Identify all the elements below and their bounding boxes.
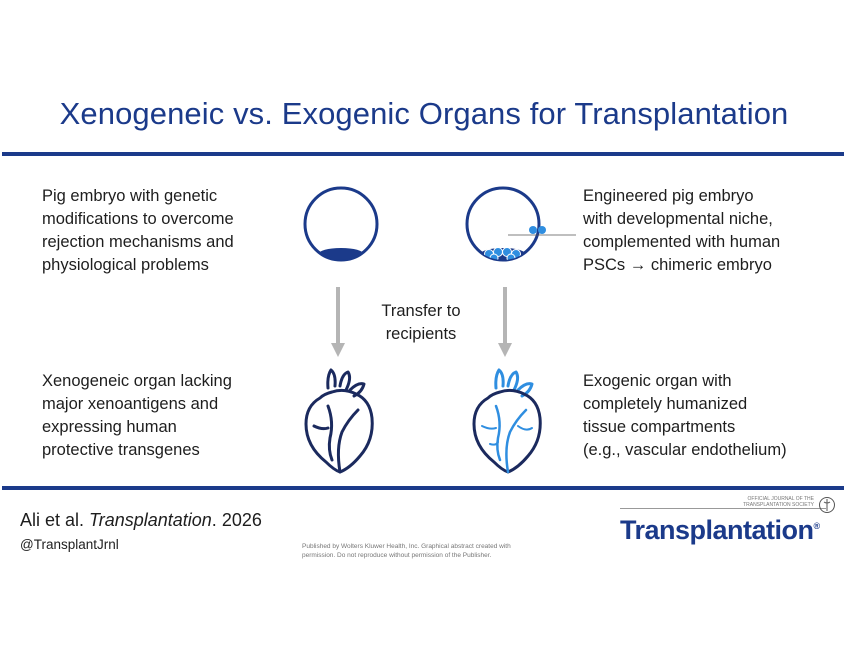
logo-text: Transplantation — [620, 515, 814, 545]
xenogeneic-heart-icon — [304, 368, 374, 474]
citation-journal: Transplantation — [89, 510, 212, 530]
registered-mark: ® — [813, 521, 821, 531]
twitter-handle[interactable]: @TransplantJrnl — [20, 537, 119, 552]
left-bottom-text: Xenogeneic organ lacking major xenoantig… — [42, 370, 232, 462]
text-line: OFFICIAL JOURNAL OF THE — [747, 496, 815, 502]
text-line: Exogenic organ with — [583, 372, 732, 390]
page-title: Xenogeneic vs. Exogenic Organs for Trans… — [59, 96, 789, 131]
text-line: recipients — [385, 325, 457, 343]
bottom-divider — [2, 486, 844, 490]
text-line: major xenoantigens and — [42, 395, 219, 413]
text-line: modifications to overcome — [42, 210, 234, 228]
text-line: Pig embryo with genetic — [42, 187, 218, 205]
text-line: (e.g., vascular endothelium) — [583, 441, 787, 459]
society-seal-icon — [819, 497, 835, 513]
text-line: protective transgenes — [42, 441, 200, 459]
citation-period: . — [211, 510, 217, 530]
text-line: with developmental niche, — [583, 210, 773, 228]
journal-logo: Transplantation® — [620, 515, 820, 546]
citation-authors: Ali et al. — [20, 510, 85, 530]
fine-print: Published by Wolters Kluwer Health, Inc.… — [302, 542, 552, 560]
text-line: complemented with human — [583, 233, 781, 251]
transfer-label: Transfer to recipients — [348, 300, 494, 346]
pig-embryo-icon — [303, 186, 379, 262]
right-down-arrow-icon — [498, 287, 512, 357]
left-top-text: Pig embryo with genetic modifications to… — [42, 185, 234, 277]
text-line: PSCs → chimeric embryo — [583, 256, 772, 274]
logo-line — [620, 508, 826, 509]
text-line: completely humanized — [583, 395, 748, 413]
citation: Ali et al. Transplantation. 2026 — [20, 510, 262, 531]
logo-tagline: OFFICIAL JOURNAL OF THE TRANSPLANTATION … — [734, 496, 814, 508]
chimeric-embryo-icon — [465, 186, 576, 262]
text-line: Published by Wolters Kluwer Health, Inc.… — [302, 543, 511, 550]
left-down-arrow-icon — [331, 287, 345, 357]
text-line: rejection mechanisms and — [42, 233, 234, 251]
text-line: physiological problems — [42, 256, 209, 274]
text-line: Xenogeneic organ lacking — [42, 372, 232, 390]
top-divider — [2, 152, 844, 156]
text-line: tissue compartments — [583, 418, 736, 436]
right-top-text: Engineered pig embryo with developmental… — [583, 185, 780, 277]
citation-year: 2026 — [221, 510, 262, 530]
text-line: TRANSPLANTATION SOCIETY — [743, 502, 814, 508]
text-line: Engineered pig embryo — [583, 187, 754, 205]
exogenic-heart-icon — [472, 368, 542, 474]
text-line: expressing human — [42, 418, 177, 436]
right-bottom-text: Exogenic organ with completely humanized… — [583, 370, 787, 462]
text-line: Transfer to — [381, 302, 461, 320]
text-line: permission. Do not reproduce without per… — [302, 552, 492, 559]
